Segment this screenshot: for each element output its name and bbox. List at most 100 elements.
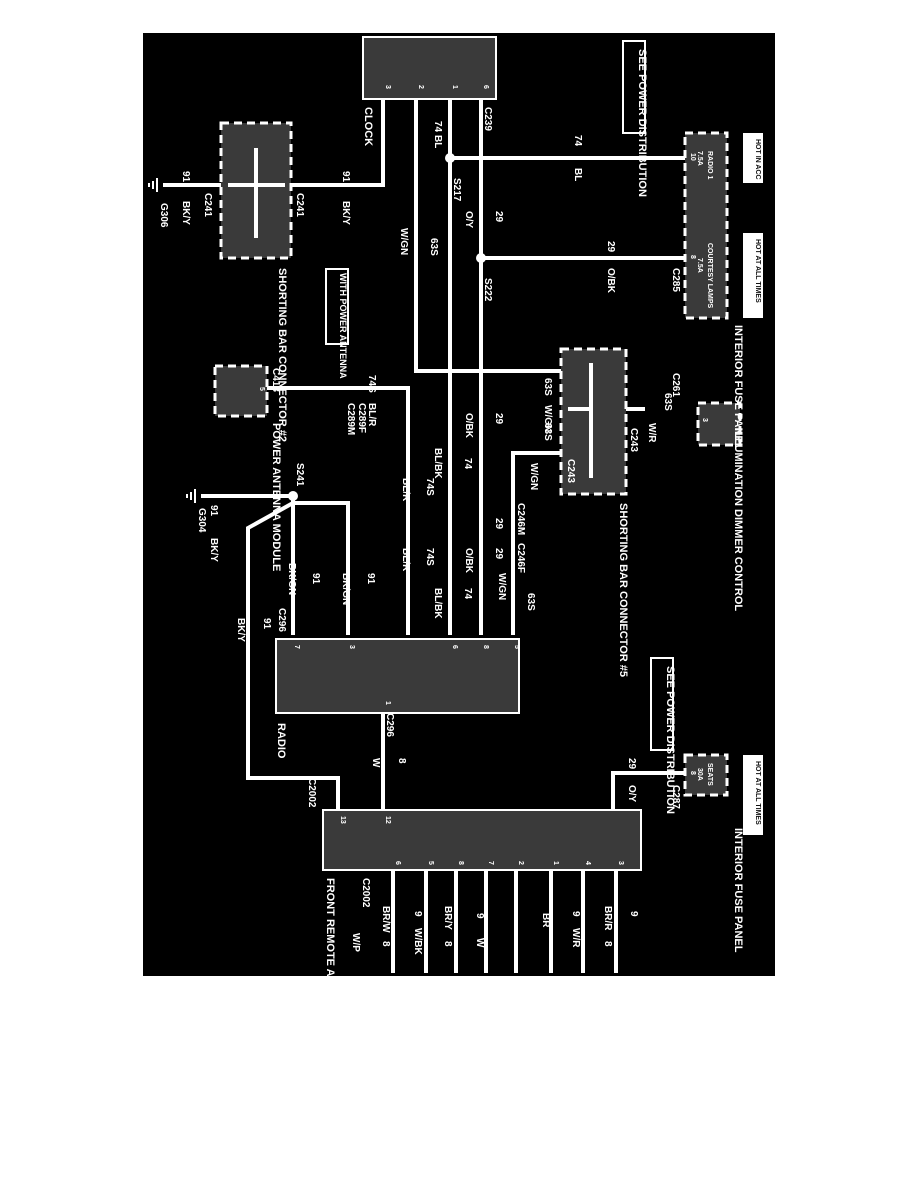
wire-obk-b: O/BK [463, 413, 474, 439]
amp-wire-8-b: 8 [442, 941, 453, 947]
with-power-antenna-label: WITH POWER ANTENNA [338, 273, 348, 379]
amp-wire-br: BR [540, 913, 551, 928]
wire-91-e: 91 [310, 573, 321, 585]
splice-s217: S217 [451, 178, 462, 202]
amp-wire-bry: BR/Y [442, 906, 453, 930]
see-power-distribution-label-2: SEE POWER DISTRIBUTION [664, 666, 676, 814]
amp-wire-9-a: 9 [628, 911, 639, 917]
wire-wgn-d: W/GN [496, 573, 507, 600]
connector-c296-a: C296 [276, 608, 287, 632]
splice-s217-dot [445, 153, 455, 163]
connector-c285: C285 [670, 268, 681, 292]
shorting-bar-2-label: SHORTING BAR CONNECTOR #2 [276, 268, 288, 442]
amp-pin-3: 3 [617, 861, 624, 865]
radio-label: RADIO [275, 723, 287, 759]
clock-label: CLOCK [362, 107, 374, 146]
seats-fuse-label: SEATS [706, 763, 713, 786]
wire-bky-a: BK/Y [180, 201, 191, 225]
amp-pin-2: 2 [517, 861, 524, 865]
with-power-antenna-box [325, 268, 349, 345]
splice-s222-dot [476, 253, 486, 263]
wire-29-a: 29 [493, 211, 504, 223]
amp-wire-wp: W/P [350, 933, 361, 952]
wire-91-bky [246, 500, 340, 810]
wire-blr-a: BL/R [366, 403, 377, 427]
ground-g304: G304 [196, 508, 207, 533]
wire-91-a: 91 [180, 171, 191, 183]
see-power-box-2 [650, 657, 674, 751]
amp-wire-brw: BR/W [380, 906, 391, 933]
wire-w-a: W [370, 758, 381, 768]
see-power-box-1 [622, 40, 646, 134]
connector-c287: C287 [670, 785, 681, 809]
shorting-bar-5-box [559, 347, 628, 496]
see-power-distribution-label-1: SEE POWER DISTRIBUTION [636, 49, 648, 197]
amp-wire-brr: BR/R [602, 906, 613, 931]
wire-bl-b: BL [572, 168, 583, 181]
wire-wgn-c: W/GN [528, 463, 539, 490]
connector-c289m: C289M [345, 403, 356, 435]
splice-s241: S241 [294, 463, 305, 487]
connector-c241-a: C241 [202, 193, 213, 217]
wire-obk-a: O/BK [605, 268, 616, 294]
seats-pin: 8 [689, 771, 696, 775]
wire-74s-a: 74S [366, 375, 377, 393]
connector-c243-a: C243 [628, 428, 639, 452]
wire-wr-a: W/R [646, 423, 657, 443]
pin-labels: 3 2 1 6 10 8 3 5 7 3 6 8 5 1 13 12 6 5 8… [258, 85, 708, 865]
antenna-pin-5: 5 [258, 387, 265, 391]
hot-at-all-times-box-1 [743, 233, 763, 318]
illumination-dimmer-label: ILLUMINATION DIMMER CONTROL [732, 428, 744, 611]
amp-wire-9-d: 9 [412, 911, 423, 917]
wire-oy-b: O/Y [626, 785, 637, 803]
amp-wire-9-c: 9 [474, 913, 485, 919]
connector-c413: C413 [270, 368, 281, 392]
ground-g304-symbol [186, 489, 196, 503]
wire-74-c: 74 [462, 458, 473, 470]
wire-29-oy [611, 771, 685, 810]
wire-91-bkgn [291, 501, 350, 635]
wire-74s-antenna [266, 386, 410, 635]
fuse-pin-8: 8 [689, 255, 696, 259]
amp-pin-8: 8 [457, 861, 464, 865]
clock-pin-2: 2 [417, 85, 424, 89]
hot-in-acc-box [743, 133, 763, 183]
wire-blbk-a: BL/BK [432, 448, 443, 479]
power-antenna-module-label: POWER ANTENNA MODULE [270, 423, 282, 571]
wire-63s-b: 63S [542, 378, 553, 396]
wire-63s-radio [511, 451, 565, 635]
wire-obk-c: O/BK [463, 548, 474, 574]
wire-blr-c: BL/R [400, 548, 411, 572]
connector-c261: C261 [670, 373, 681, 397]
wire-8-a: 8 [396, 758, 407, 764]
wire-63s-d: 63S [542, 423, 553, 441]
connector-labels: C239 C241 C241 C285 C261 C243 C243 C413 … [202, 107, 681, 908]
connector-c246m: C246M [515, 503, 526, 535]
radio-pin-6: 6 [451, 645, 458, 649]
radio-pin-1: 1 [384, 701, 391, 705]
amp-pin-4: 4 [584, 861, 591, 865]
connector-c243-b: C243 [565, 459, 576, 483]
front-remote-amplifier-label: FRONT REMOTE AMPLIFIER [324, 878, 336, 976]
connector-c289f: C289F [356, 403, 367, 433]
wire-63s-clock [414, 98, 565, 373]
connector-c241-b: C241 [294, 193, 305, 217]
radio-box [275, 638, 520, 714]
wire-bkgn-a: BK/GN [340, 573, 351, 605]
hot-at-all-times-label-1: HOT AT ALL TIMES [754, 239, 761, 303]
wire-wgn-a: W/GN [398, 228, 409, 255]
wire-74-a: 74 [432, 121, 443, 133]
amp-pin-12: 12 [384, 816, 391, 824]
amp-wire-wr: W/R [570, 928, 581, 948]
fuse-pin-10: 10 [689, 153, 696, 161]
courtesy-fuse-amp: 7.5A [696, 258, 703, 273]
hot-in-acc-label: HOT IN ACC [754, 139, 761, 180]
dimmer-box [696, 401, 742, 447]
hot-at-all-times-label-2: HOT AT ALL TIMES [754, 761, 761, 825]
shorting-bar-5-label: SHORTING BAR CONNECTOR #5 [617, 503, 629, 677]
dimmer-pin-3: 3 [701, 418, 708, 422]
wire-91-f: 91 [261, 618, 272, 630]
radio-pin-7: 7 [293, 645, 300, 649]
wire-bky-d: BK/Y [235, 618, 246, 642]
wire-blbk-b: BL/BK [432, 588, 443, 619]
